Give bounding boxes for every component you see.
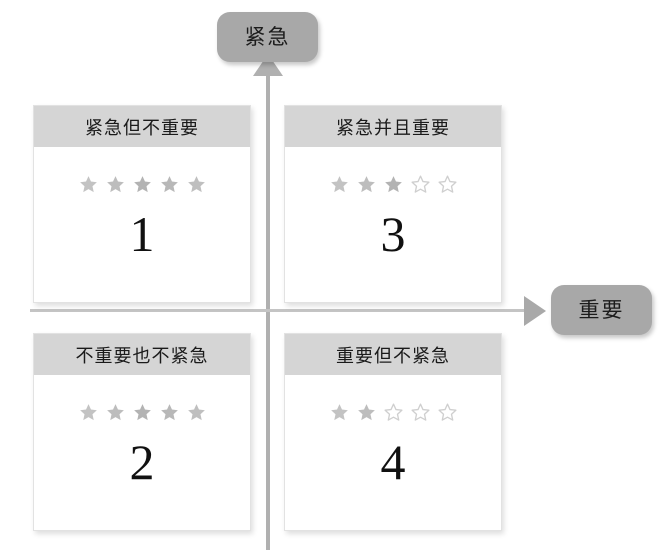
star-filled-icon[interactable] <box>106 403 125 422</box>
star-filled-icon[interactable] <box>79 175 98 194</box>
quadrant-card-bottom-right[interactable]: 重要但不紧急 4 <box>284 333 502 531</box>
quadrant-title: 紧急但不重要 <box>34 106 250 147</box>
quadrant-body: 1 <box>34 147 250 302</box>
star-filled-icon[interactable] <box>160 175 179 194</box>
star-rating[interactable] <box>330 173 457 195</box>
quadrant-number: 3 <box>380 206 406 262</box>
star-empty-icon[interactable] <box>437 174 457 194</box>
quadrant-number: 2 <box>129 434 155 490</box>
axis-label-urgent-text: 紧急 <box>244 25 291 49</box>
star-filled-icon[interactable] <box>187 175 206 194</box>
axis-label-urgent: 紧急 <box>217 12 318 62</box>
star-filled-icon[interactable] <box>133 175 152 194</box>
star-rating[interactable] <box>330 401 457 423</box>
star-rating[interactable] <box>79 173 206 195</box>
star-filled-icon[interactable] <box>133 403 152 422</box>
star-empty-icon[interactable] <box>410 174 430 194</box>
star-filled-icon[interactable] <box>384 175 403 194</box>
star-filled-icon[interactable] <box>357 403 376 422</box>
quadrant-number: 1 <box>129 206 155 262</box>
star-empty-icon[interactable] <box>437 402 457 422</box>
star-filled-icon[interactable] <box>330 403 349 422</box>
quadrant-card-top-right[interactable]: 紧急并且重要 3 <box>284 105 502 303</box>
quadrant-title: 紧急并且重要 <box>285 106 501 147</box>
star-filled-icon[interactable] <box>106 175 125 194</box>
quadrant-card-top-left[interactable]: 紧急但不重要 1 <box>33 105 251 303</box>
star-filled-icon[interactable] <box>357 175 376 194</box>
quadrant-card-bottom-left[interactable]: 不重要也不紧急 2 <box>33 333 251 531</box>
quadrant-title: 重要但不紧急 <box>285 334 501 375</box>
star-filled-icon[interactable] <box>160 403 179 422</box>
quadrant-body: 4 <box>285 375 501 530</box>
axis-label-important: 重要 <box>551 285 652 335</box>
axis-label-important-text: 重要 <box>578 298 625 322</box>
quadrant-body: 2 <box>34 375 250 530</box>
quadrant-title: 不重要也不紧急 <box>34 334 250 375</box>
star-empty-icon[interactable] <box>383 402 403 422</box>
star-filled-icon[interactable] <box>79 403 98 422</box>
star-empty-icon[interactable] <box>410 402 430 422</box>
quadrant-number: 4 <box>380 434 406 490</box>
quadrant-body: 3 <box>285 147 501 302</box>
arrow-right-icon <box>524 296 546 326</box>
star-rating[interactable] <box>79 401 206 423</box>
star-filled-icon[interactable] <box>187 403 206 422</box>
star-filled-icon[interactable] <box>330 175 349 194</box>
horizontal-axis-line <box>30 309 527 312</box>
